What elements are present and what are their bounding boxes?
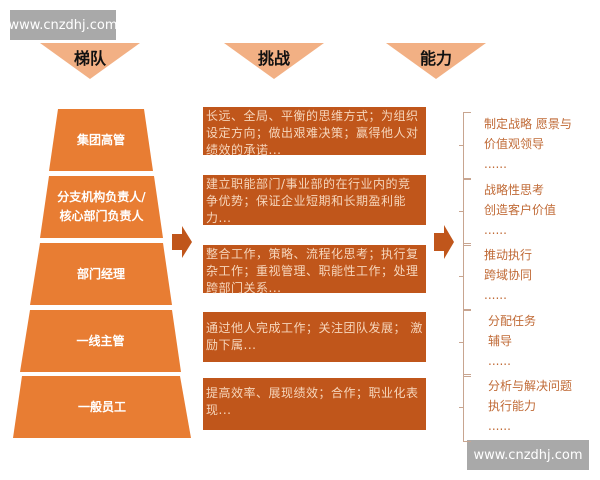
header-label: 梯队 — [73, 49, 106, 68]
ability-item: ...... — [484, 223, 507, 237]
tier-label: 部门经理 — [76, 266, 125, 281]
bracket — [463, 243, 471, 311]
ability-group-2: 战略性思考创造客户价值...... — [459, 178, 583, 246]
tier-label: 一线主管 — [76, 333, 125, 348]
bracket-tick — [459, 145, 463, 146]
tier-label: 集团高管 — [76, 132, 125, 147]
bracket — [463, 112, 471, 180]
ability-item: 战略性思考 — [484, 183, 545, 197]
ability-item: ...... — [488, 419, 511, 433]
ability-item: 创造客户价值 — [484, 203, 557, 217]
ability-item: 辅导 — [488, 334, 513, 348]
tier-label: 一般员工 — [77, 399, 126, 414]
header-label: 挑战 — [257, 49, 290, 68]
tier-5: 一般员工 — [13, 376, 191, 438]
watermark-top: www.cnzdhj.com — [8, 10, 118, 40]
ability-item: 分析与解决问题 — [488, 379, 573, 393]
ability-group-5: 分析与解决问题执行能力...... — [459, 374, 583, 442]
bracket-tick — [459, 342, 463, 343]
arrow-right-icon — [172, 226, 192, 258]
tier-1: 集团高管 — [49, 109, 153, 171]
challenge-box-5: 提高效率、展现绩效；合作；职业化表现... — [203, 378, 426, 430]
ability-item: ...... — [484, 157, 507, 171]
bracket — [463, 178, 471, 246]
header-tiers: 梯队 — [40, 43, 140, 79]
ability-item: 制定战略 愿景与 — [484, 117, 572, 131]
bracket — [463, 374, 471, 442]
bracket — [463, 309, 471, 377]
ability-item: ...... — [484, 288, 507, 302]
ability-item: 分配任务 — [488, 314, 537, 328]
challenge-box-3: 整合工作，策略、流程化思考；执行复杂工作；重视管理、职能性工作；处理跨部门关系.… — [203, 245, 426, 295]
challenge-box-2: 建立职能部门/事业部的在行业内的竞争优势；保证企业短期和长期盈利能力... — [203, 175, 426, 225]
challenge-box-1: 长远、全局、平衡的思维方式；为组织设定方向；做出艰难决策；赢得他人对绩效的承诺.… — [203, 107, 426, 157]
ability-item: 跨域协同 — [484, 268, 533, 282]
header-label: 能力 — [419, 49, 452, 68]
ability-item: 价值观领导 — [484, 137, 545, 151]
tier-4: 一线主管 — [20, 310, 181, 372]
ability-group-3: 推动执行跨域协同...... — [459, 243, 583, 311]
header-challenges: 挑战 — [224, 43, 324, 79]
ability-item: 推动执行 — [484, 248, 533, 262]
ability-item: 执行能力 — [488, 399, 537, 413]
arrow-right-icon — [434, 225, 454, 259]
challenge-box-4: 通过他人完成工作；关注团队发展； 激励下属... — [203, 312, 426, 362]
ability-group-4: 分配任务辅导...... — [459, 309, 583, 377]
bracket-tick — [459, 211, 463, 212]
bracket-tick — [459, 276, 463, 277]
tier-3: 部门经理 — [30, 243, 172, 305]
watermark-bottom: www.cnzdhj.com — [467, 440, 589, 470]
tier-label: 分支机构负责人/核心部门负责人 — [57, 190, 146, 223]
tier-2: 分支机构负责人/核心部门负责人 — [40, 176, 163, 238]
bracket-tick — [459, 407, 463, 408]
ability-item: ...... — [488, 354, 511, 368]
ability-group-1: 制定战略 愿景与价值观领导...... — [459, 112, 583, 180]
header-abilities: 能力 — [386, 43, 486, 79]
